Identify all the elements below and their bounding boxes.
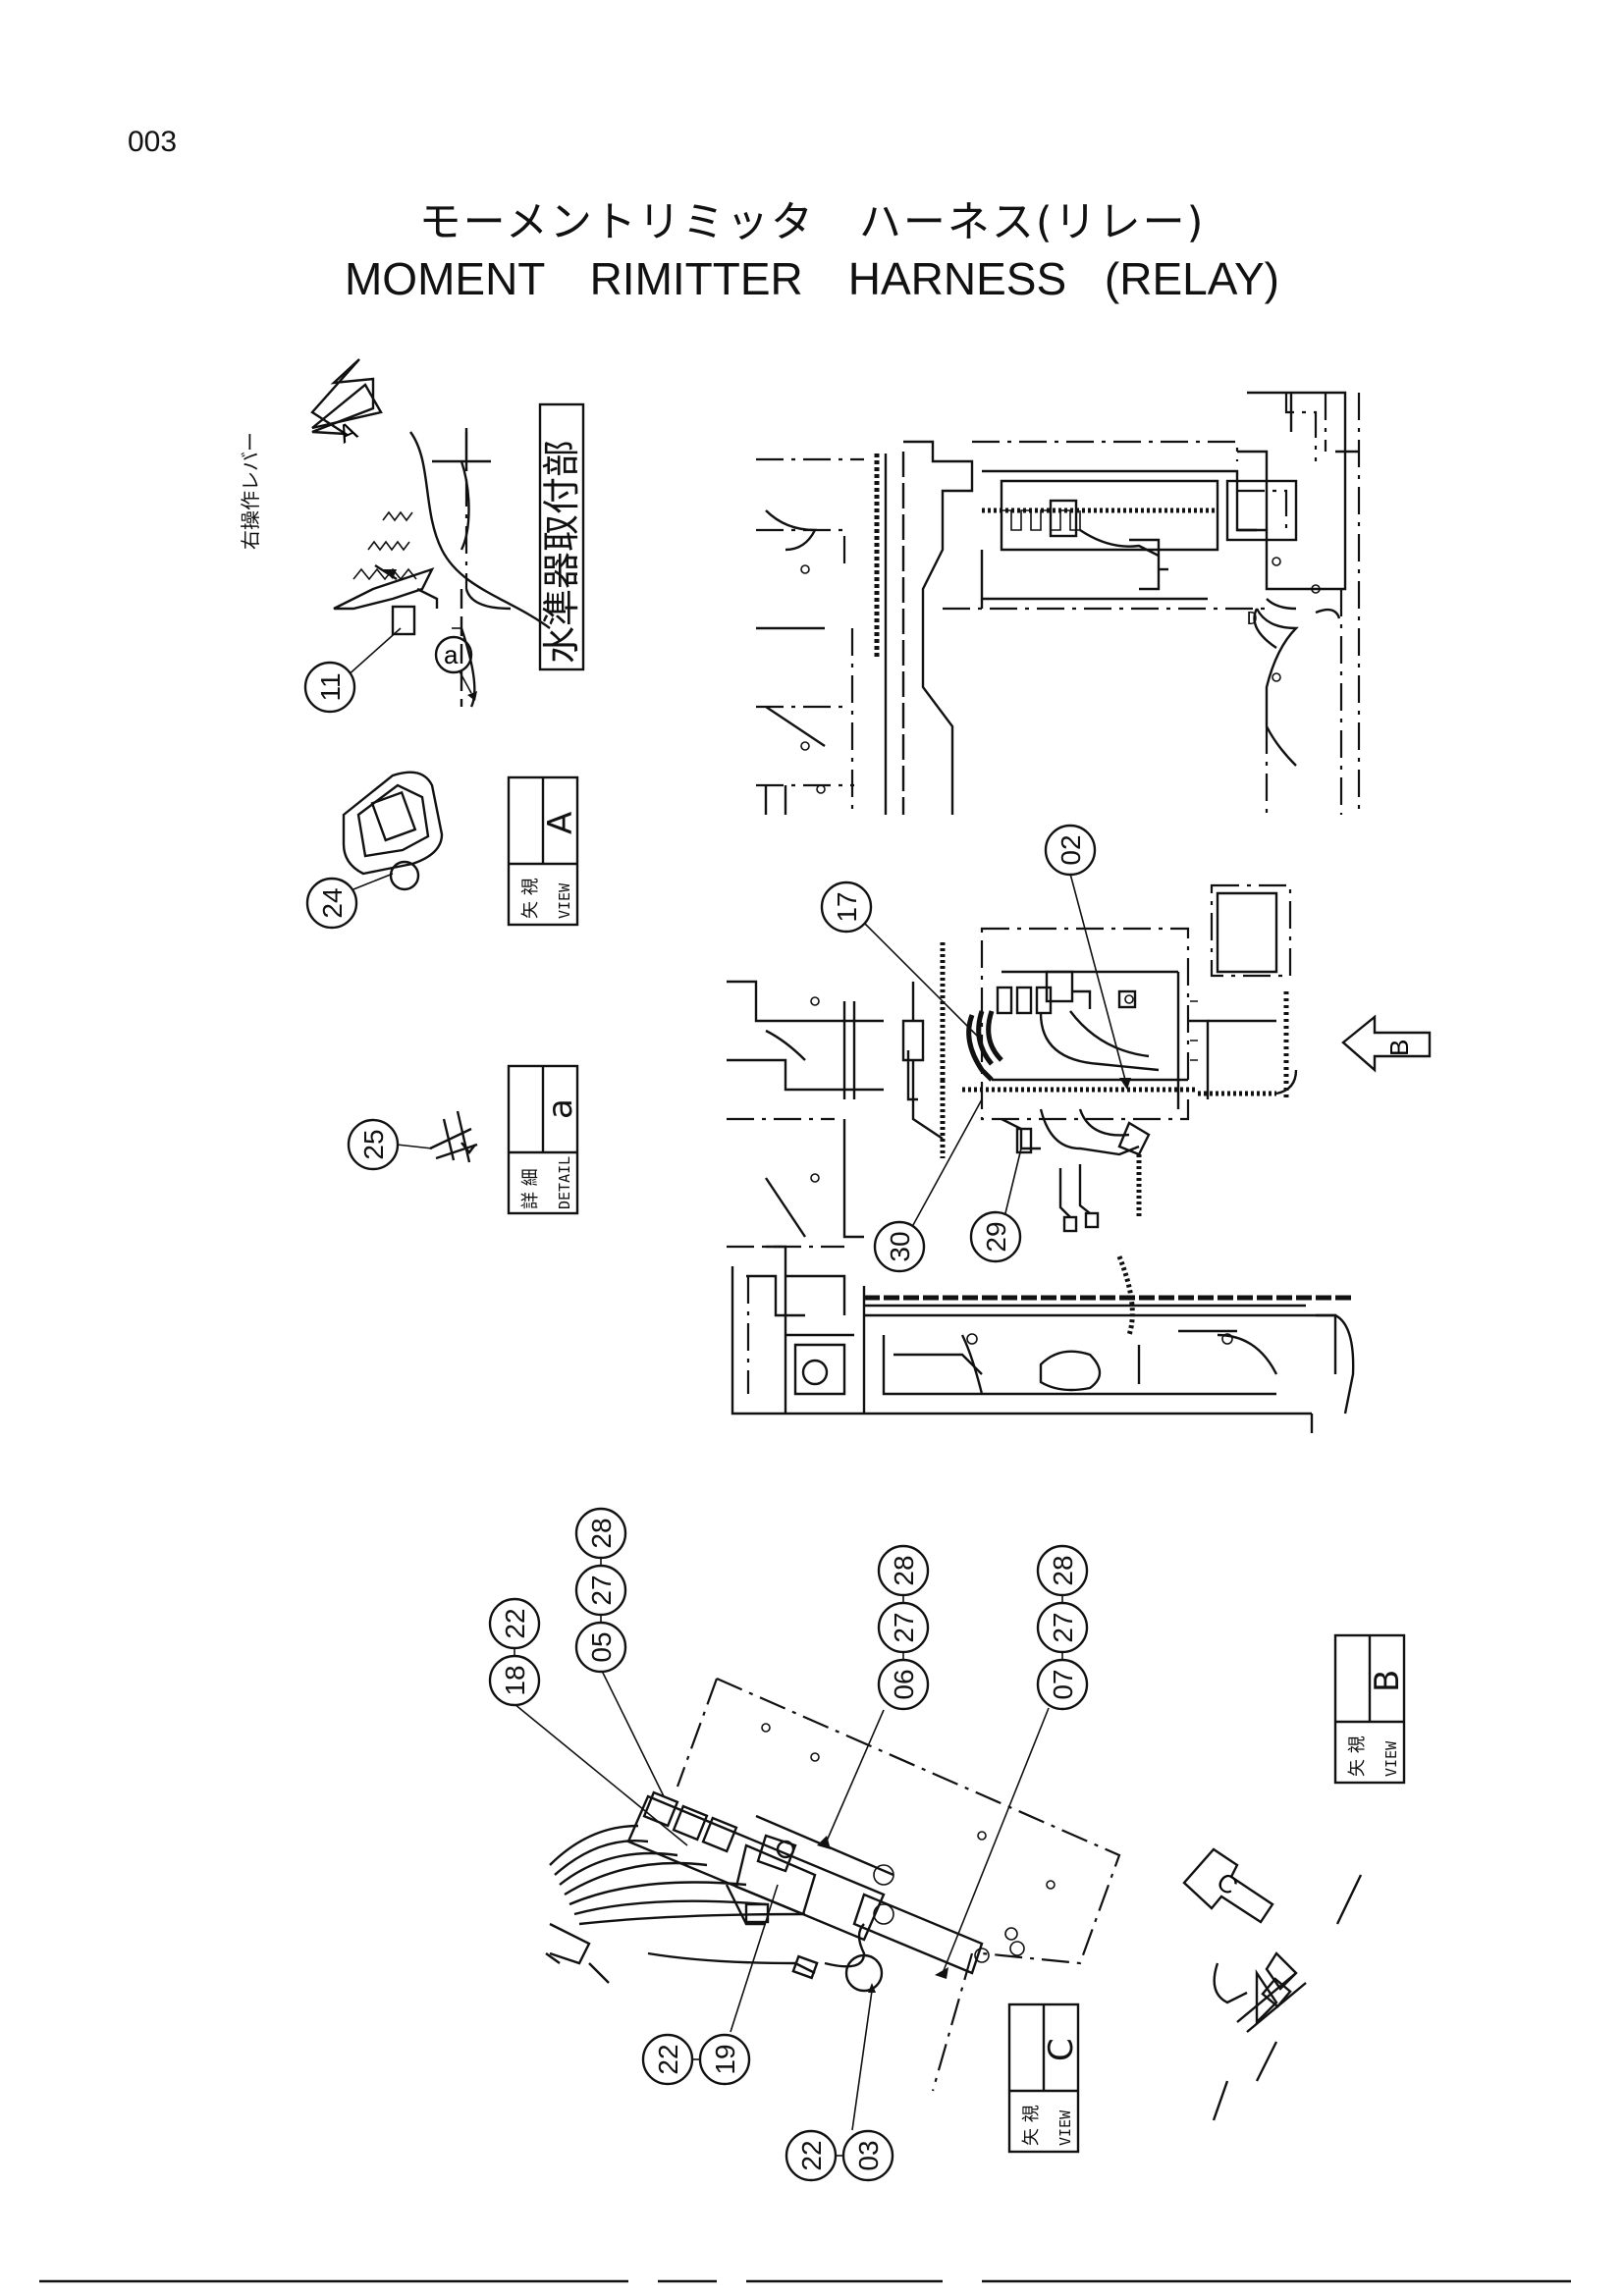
svg-text:C: C	[1042, 2038, 1081, 2061]
callout-22-top: 22	[488, 1597, 541, 1650]
svg-text:A: A	[541, 812, 580, 834]
detail-a-marker-letter: a	[444, 640, 459, 669]
callout-02: 02	[1044, 824, 1097, 877]
harness-main-view: B	[727, 883, 1432, 1317]
lever-detail-drawing: 右操作レバー A a	[239, 358, 551, 708]
callout-22-bottom: 22	[785, 2129, 838, 2182]
svg-text:25: 25	[358, 1129, 389, 1159]
svg-text:19: 19	[710, 2044, 740, 2074]
machine-top-view: D	[756, 391, 1361, 815]
view-a-arrow-letter: A	[334, 415, 362, 450]
callout-19: 19	[698, 2033, 751, 2086]
callout-18: 18	[488, 1654, 541, 1707]
view-b-arrow: B	[1341, 1014, 1432, 1073]
title-japanese: モーメントリミッタ ハーネス(リレー)	[418, 198, 1206, 247]
svg-text:17: 17	[832, 891, 862, 922]
svg-text:27: 27	[889, 1612, 919, 1642]
svg-text:22: 22	[796, 2140, 827, 2170]
svg-text:VIEW: VIEW	[1382, 1740, 1400, 1777]
level-note-box: 水準器取付部	[538, 402, 585, 671]
svg-text:11: 11	[315, 672, 346, 701]
svg-text:02: 02	[1056, 834, 1086, 865]
svg-text:a: a	[541, 1098, 580, 1119]
callout-07: 07	[1036, 1658, 1089, 1711]
title-english: MOMENT RIMITTER HARNESS (RELAY)	[344, 253, 1280, 304]
detail-a-drawing	[429, 1110, 478, 1163]
svg-text:30: 30	[885, 1231, 915, 1261]
page-number: 003	[128, 126, 178, 158]
callout-06: 06	[877, 1658, 930, 1711]
svg-text:07: 07	[1048, 1669, 1078, 1699]
right-lever-note: 右操作レバー	[239, 432, 262, 550]
callout-24: 24	[305, 877, 358, 930]
svg-text:28: 28	[1048, 1555, 1078, 1585]
callout-05: 05	[574, 1621, 627, 1674]
machine-lower-view	[731, 1245, 1355, 1433]
callout-27-right: 27	[1036, 1601, 1089, 1654]
svg-text:VIEW: VIEW	[1056, 2109, 1074, 2146]
callout-22-middle: 22	[641, 2033, 694, 2086]
svg-text:DETAIL: DETAIL	[556, 1156, 573, 1209]
svg-text:06: 06	[889, 1669, 919, 1699]
level-note-text: 水準器取付部	[540, 440, 583, 664]
svg-text:22: 22	[500, 1608, 530, 1638]
callout-28-middle: 28	[877, 1544, 930, 1597]
callout-28-right: 28	[1036, 1544, 1089, 1597]
svg-text:VIEW: VIEW	[556, 882, 573, 919]
svg-text:B: B	[1368, 1670, 1407, 1692]
view-a-drawing	[342, 771, 444, 891]
svg-text:27: 27	[1048, 1612, 1078, 1642]
view-c-arrow: C	[1182, 1847, 1274, 1924]
view-a-label: A 矢 視 VIEW	[507, 775, 580, 927]
svg-text:18: 18	[500, 1665, 530, 1695]
view-c-label: C 矢 視 VIEW	[1007, 2002, 1081, 2154]
svg-text:矢 視: 矢 視	[520, 878, 541, 919]
svg-text:28: 28	[889, 1555, 919, 1585]
svg-text:28: 28	[586, 1518, 617, 1548]
callout-30: 30	[873, 1220, 926, 1273]
view-b-arrow-letter: B	[1384, 1040, 1414, 1056]
callout-27-middle: 27	[877, 1601, 930, 1654]
callout-28-left: 28	[574, 1507, 627, 1560]
svg-text:詳 細: 詳 細	[520, 1168, 541, 1209]
svg-text:05: 05	[586, 1631, 617, 1662]
svg-text:矢 視: 矢 視	[1021, 2105, 1042, 2146]
view-c-drawing: C	[1182, 1847, 1363, 2121]
svg-text:矢 視: 矢 視	[1347, 1735, 1368, 1777]
callout-25: 25	[347, 1118, 400, 1171]
callout-27-left: 27	[574, 1564, 627, 1617]
callout-17: 17	[820, 881, 873, 934]
view-c-arrow-letter: C	[1212, 1866, 1244, 1900]
callout-03: 03	[841, 2129, 894, 2182]
callout-29: 29	[969, 1210, 1022, 1263]
svg-text:22: 22	[653, 2044, 683, 2074]
detail-a-label: a 詳 細 DETAIL	[507, 1064, 580, 1215]
svg-text:03: 03	[853, 2140, 884, 2170]
svg-text:D: D	[1247, 609, 1258, 629]
callout-11: 11	[303, 661, 356, 714]
svg-text:24: 24	[317, 887, 348, 918]
view-b-detail-drawing	[514, 1668, 1121, 2131]
svg-text:29: 29	[981, 1221, 1011, 1252]
view-b-label: B 矢 視 VIEW	[1333, 1633, 1407, 1785]
view-a-arrow: A	[310, 358, 383, 450]
svg-text:27: 27	[586, 1575, 617, 1605]
